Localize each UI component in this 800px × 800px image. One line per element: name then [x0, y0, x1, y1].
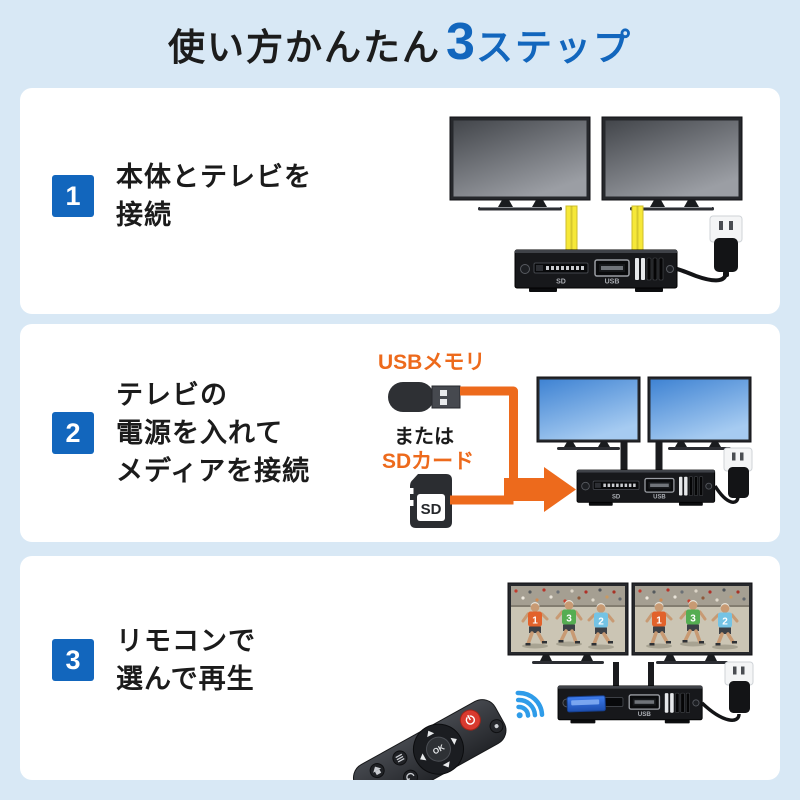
usb-port-label: USB — [605, 279, 620, 286]
device-foot — [529, 288, 557, 292]
sd-slot: SD — [592, 480, 640, 500]
remote-control: OK — [353, 699, 507, 780]
hdmi-cable-yellow — [631, 205, 644, 255]
dpad: OK — [412, 723, 464, 775]
inserted-sd-card — [566, 695, 606, 713]
step-label: 本体とテレビを 接続 — [116, 158, 312, 234]
step1-illustration: SD USB — [449, 116, 743, 292]
vent-grille — [664, 692, 690, 713]
power-cord — [676, 267, 728, 283]
power-cord — [713, 485, 740, 504]
usb-port: USB — [644, 477, 675, 500]
screw — [666, 265, 674, 273]
step-line: 接続 — [116, 200, 172, 230]
power-plug-icon — [676, 215, 743, 283]
home-button — [369, 763, 385, 779]
sd-card-text: SD — [421, 501, 442, 518]
back-button — [403, 769, 419, 780]
power-adapter — [729, 681, 750, 713]
sd-card-label: SDカード — [382, 450, 475, 473]
usb-port-label: USB — [638, 711, 652, 718]
step-number-badge: 2 — [52, 412, 94, 454]
screw — [581, 481, 590, 491]
step-line: テレビの — [116, 380, 228, 410]
step-line: メディアを接続 — [116, 456, 311, 486]
select-button — [489, 719, 504, 734]
ok-button — [425, 736, 451, 762]
dpad-down — [442, 761, 450, 768]
step-card-3: 1 3 — [20, 556, 780, 780]
usb-port: USB — [594, 259, 630, 286]
step-card-1: SD USB 1 — [20, 88, 780, 314]
step-label: リモコンで 選んで再生 — [116, 622, 256, 698]
dpad-right — [450, 737, 457, 745]
screw — [520, 264, 530, 274]
title-suffix: ステップ — [475, 27, 632, 68]
power-plug-icon — [700, 661, 754, 722]
hdmi-cable-yellow — [565, 205, 578, 255]
device-foot — [635, 288, 663, 292]
wifi-signal-icon — [515, 690, 545, 719]
usb-port-label: USB — [653, 494, 666, 500]
step-card-2: SD USB — [20, 324, 780, 542]
step-line: 本体とテレビを — [116, 162, 312, 192]
usb-memory-icon — [388, 382, 461, 412]
dpad-up — [427, 730, 435, 738]
usb-or-sd-connector-line — [450, 386, 518, 505]
power-adapter — [714, 238, 738, 272]
sd-port-label: SD — [612, 494, 621, 500]
title-step-count: 3 — [446, 13, 475, 71]
orange-arrow-icon — [504, 467, 576, 512]
dpad-left — [420, 753, 427, 761]
step-line: 選んで再生 — [116, 664, 255, 694]
step-line: 電源を入れて — [116, 418, 284, 448]
screw — [692, 699, 700, 707]
sd-slot: SD — [533, 262, 589, 286]
menu-button — [392, 750, 408, 766]
step-number-badge: 3 — [52, 639, 94, 681]
power-button — [459, 709, 481, 731]
step-number-badge: 1 — [52, 175, 94, 217]
usb-memory-label: USBメモリ — [378, 351, 486, 374]
media-player-device: SD USB — [514, 249, 678, 292]
vent-grille — [635, 257, 664, 281]
power-plug-icon — [713, 447, 753, 504]
step-label: テレビの 電源を入れて メディアを接続 — [116, 376, 310, 490]
media-player-device: SD USB — [576, 469, 716, 506]
step-line: リモコンで — [116, 626, 256, 656]
or-label: または — [394, 426, 454, 448]
power-cord — [700, 701, 741, 722]
sd-card-icon: SD — [410, 474, 452, 528]
vent-grille — [679, 476, 704, 496]
screw — [705, 482, 713, 490]
sd-port-label: SD — [556, 279, 566, 286]
step2-illustration: SD USB — [388, 376, 753, 528]
usb-port: USB — [628, 694, 661, 718]
power-adapter — [728, 467, 749, 498]
title-text: 使い方かんたん — [168, 27, 442, 68]
step3-illustration: 1 3 — [353, 556, 754, 780]
